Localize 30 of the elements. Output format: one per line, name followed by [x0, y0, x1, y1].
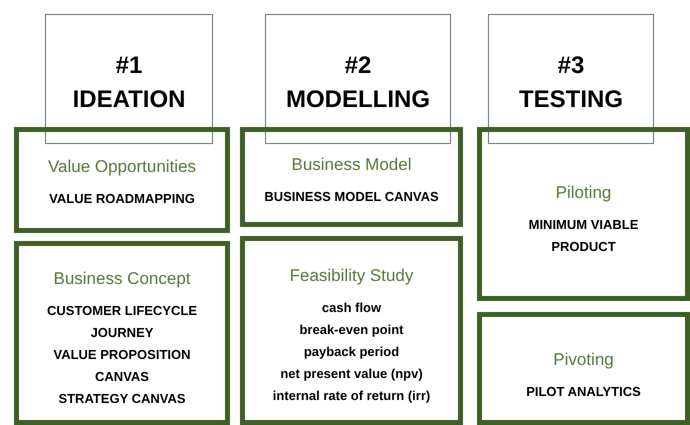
phase-header-box	[265, 14, 451, 144]
method-text: STRATEGY CANVAS	[57, 390, 187, 408]
activity-heading: Business Concept	[53, 268, 191, 290]
activity-heading: Value Opportunities	[48, 156, 196, 178]
method-text: cash flow	[320, 298, 382, 316]
method-text: VALUE ROADMAPPING	[48, 190, 196, 208]
activity-box	[477, 127, 690, 301]
activity-box	[477, 312, 690, 425]
phase-header-box	[488, 14, 654, 144]
method-text: BUSINESS MODEL CANVAS	[263, 188, 440, 206]
activity-box	[14, 127, 230, 233]
activity-heading: Pivoting	[553, 349, 614, 371]
method-text: payback period	[302, 342, 400, 361]
method-text: break-even point	[298, 320, 405, 339]
activity-box	[240, 236, 463, 425]
method-text: CUSTOMER LIFECYCLE JOURNEY	[46, 302, 198, 342]
activity-box	[240, 127, 463, 227]
activity-heading: Feasibility Study	[290, 265, 414, 287]
activity-box	[14, 241, 230, 425]
method-text: PILOT ANALYTICS	[525, 382, 642, 400]
phase-title: #3 TESTING	[519, 51, 623, 115]
method-text: MINIMUM VIABLE PRODUCT	[528, 216, 640, 256]
phase-title: #2 MODELLING	[286, 51, 430, 115]
activity-heading: Piloting	[556, 182, 612, 204]
phase-header-box	[45, 14, 213, 144]
phase-title: #1 IDEATION	[72, 51, 186, 115]
method-text: internal rate of return (irr)	[272, 386, 432, 405]
method-text: net present value (npv)	[279, 364, 424, 383]
method-text: VALUE PROPOSITION CANVAS	[52, 346, 192, 386]
activity-heading: Business Model	[291, 154, 412, 176]
